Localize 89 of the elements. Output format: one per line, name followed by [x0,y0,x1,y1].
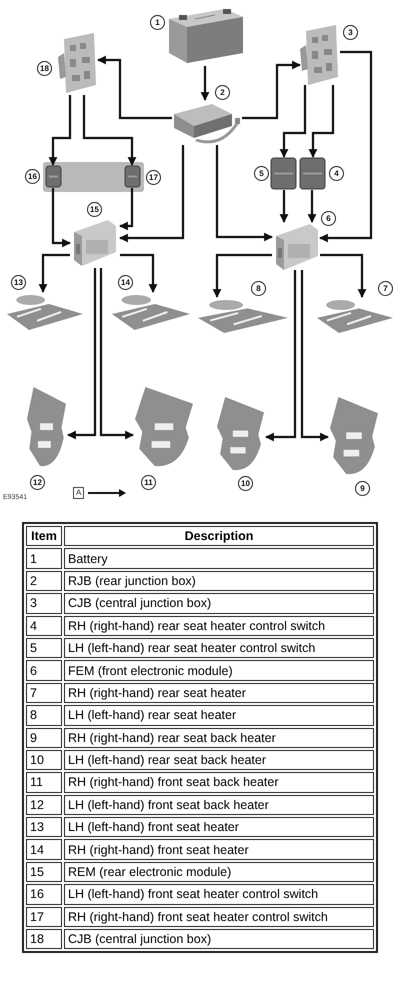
table-cell: 17 [26,906,62,928]
arrow [48,95,72,166]
arrow [319,50,372,242]
switch-drawing [124,165,141,188]
arrow [216,145,273,242]
arrow [67,268,96,440]
table-cell: 16 [26,884,62,905]
table-cell: LH (left-hand) rear seat back heater [64,750,374,770]
callout-number: 3 [343,25,358,40]
switch-drawing [299,157,326,190]
table-cell: 13 [26,817,62,838]
table-cell: RH (right-hand) front seat back heater [64,772,374,793]
table-cell: 11 [26,772,62,793]
switch-drawing [45,165,62,188]
arrow [242,60,301,120]
table-cell: 14 [26,839,62,860]
table-cell: RH (right-hand) rear seat back heater [64,728,374,748]
callout-number: 7 [378,281,393,296]
table-cell: 3 [26,593,62,614]
table-cell: RH (right-hand) rear seat heater control switch [64,616,374,636]
callout-number: 4 [329,166,344,181]
arrow [280,190,288,223]
table-cell: 2 [26,570,62,592]
table-cell: LH (left-hand) front seat heater control switch [64,884,374,905]
column-header: Item [26,526,62,546]
table-cell: REM (rear electronic module) [64,862,374,882]
arrow [97,56,172,120]
table-cell: 15 [26,862,62,882]
switch-drawing [270,157,297,190]
callout-number: 6 [321,211,336,226]
callout-number: 5 [254,166,269,181]
callout-number: 8 [251,281,266,296]
arrow [82,95,136,166]
arrow [320,254,366,298]
arrow [200,66,210,101]
arrow [100,268,134,440]
junction-box-drawing [58,33,98,95]
table-cell: 8 [26,705,62,726]
seat-heater-drawing [196,297,290,335]
table-cell: RH (right-hand) rear seat heater [64,682,374,704]
seat-heater-drawing [315,297,395,335]
callout-number: 17 [146,170,161,185]
table-cell: RH (right-hand) front seat heater control switch [64,906,374,928]
arrow [212,254,272,298]
arrow [38,254,70,293]
table-cell: 6 [26,660,62,681]
callout-number: 1 [150,15,165,30]
callout-number: 10 [238,476,253,491]
junction-box-drawing [300,25,340,85]
arrow [119,188,134,230]
table-cell: FEM (front electronic module) [64,660,374,681]
table-cell: 12 [26,794,62,816]
table-cell: Battery [64,548,374,569]
callout-number: 9 [355,481,370,496]
table-cell: CJB (central junction box) [64,929,374,950]
table-cell: 10 [26,750,62,770]
seat-heater-drawing [110,292,192,332]
arrow [120,254,158,293]
arrow [52,188,71,248]
table-cell: 4 [26,616,62,636]
arrow [308,190,316,223]
seat-heater-drawing [5,292,85,332]
table-cell: CJB (central junction box) [64,593,374,614]
table-cell: LH (left-hand) rear seat heater control switch [64,638,374,658]
table-cell: LH (left-hand) rear seat heater [64,705,374,726]
arrow [300,270,329,442]
arrow [280,85,306,158]
table-cell: RH (right-hand) front seat heater [64,839,374,860]
table-cell: LH (left-hand) front seat heater [64,817,374,838]
arrow [308,85,334,158]
table-cell: LH (left-hand) front seat back heater [64,794,374,816]
callout-number: 12 [30,475,45,490]
column-header: Description [64,526,374,546]
arrow [119,145,184,242]
arrow [265,270,296,442]
table-cell: 7 [26,682,62,704]
callout-number: 16 [25,169,40,184]
table-cell: RJB (rear junction box) [64,570,374,592]
table-cell: 9 [26,728,62,748]
callout-number: 11 [141,475,156,490]
table-cell: 5 [26,638,62,658]
callout-number: 2 [215,85,230,100]
callout-number: 15 [87,202,102,217]
callout-number: 18 [37,61,52,76]
callout-number: 13 [11,275,26,290]
view-letter: A [73,487,84,499]
callout-number: 14 [118,275,133,290]
table-cell: 18 [26,929,62,950]
table-cell: 1 [26,548,62,569]
